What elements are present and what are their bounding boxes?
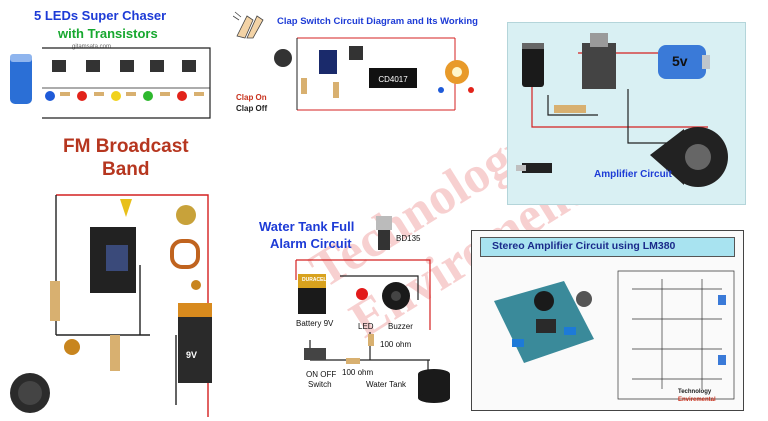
led-chaser-credit: gitamsata.com	[72, 44, 112, 50]
water-tank-title-line1: Water Tank Full	[259, 219, 355, 234]
amplifier-panel: 5v Amplifier Circuit	[507, 22, 746, 205]
fm-title-line1: FM Broadcast	[63, 136, 189, 157]
water-tank-circuit	[295, 216, 450, 403]
switch-label-line2: Switch	[308, 380, 332, 389]
stereo-title: Stereo Amplifier Circuit using LM380	[492, 240, 676, 252]
clap-switch-panel: Clap Switch Circuit Diagram and Its Work…	[225, 0, 495, 125]
clap-hands-icon	[232, 10, 267, 40]
resistor1-label: 100 ohm	[380, 340, 412, 349]
water-tank-label: Water Tank	[366, 380, 407, 389]
switch-label-line1: ON OFF	[306, 370, 337, 379]
fm-circuit	[10, 194, 212, 417]
fm-panel: FM Broadcast Band 9V	[0, 125, 225, 421]
buzzer-label: Buzzer	[388, 322, 413, 331]
led-chaser-circuit	[10, 47, 211, 119]
fm-battery-label: 9V	[186, 350, 198, 360]
bd135-label: BD135	[396, 234, 421, 243]
amplifier-title: Amplifier Circuit	[594, 169, 672, 180]
led-chaser-title-line1: 5 LEDs Super Chaser	[34, 8, 167, 23]
led-chaser-panel: 5 LEDs Super Chaser with Transistors git…	[0, 0, 225, 125]
amplifier-circuit	[516, 33, 728, 187]
stereo-header	[480, 237, 735, 257]
duracell-label: DURACELL	[302, 277, 330, 283]
stereo-circuit	[494, 270, 735, 400]
clap-off-label: Clap Off	[236, 104, 268, 113]
amplifier-battery-label: 5v	[672, 53, 688, 69]
stereo-panel: Stereo Amplifier Circuit using LM380 Tec…	[471, 230, 744, 411]
water-tank-title-line2: Alarm Circuit	[270, 236, 352, 251]
cd4017-chip-label: CD4017	[378, 75, 408, 84]
led-chaser-title-line2: with Transistors	[58, 26, 158, 41]
water-tank-panel: Water Tank Full Alarm Circuit BD135 DURA…	[250, 210, 460, 421]
fm-title-line2: Band	[102, 159, 150, 180]
stereo-logo-line1: Technology	[678, 389, 712, 395]
clap-on-label: Clap On	[236, 93, 267, 102]
clap-switch-circuit: CD4017	[274, 37, 474, 111]
resistor2-label: 100 ohm	[342, 368, 374, 377]
stereo-logo-line2: Enviremental	[678, 397, 716, 403]
clap-switch-title: Clap Switch Circuit Diagram and Its Work…	[277, 16, 478, 27]
led-label: LED	[358, 322, 374, 331]
battery-9v-label: Battery 9V	[296, 319, 334, 328]
